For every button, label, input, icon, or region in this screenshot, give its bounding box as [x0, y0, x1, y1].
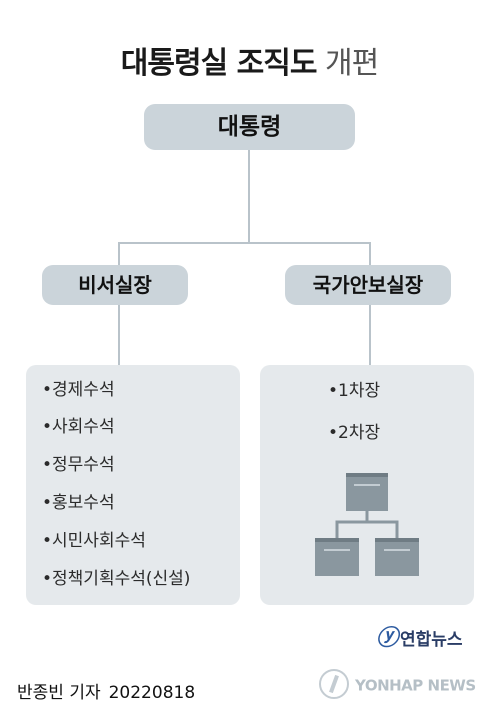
- connector-horizontal: [118, 242, 371, 244]
- logo-ko-text: 연합뉴스: [400, 630, 463, 650]
- credit-line: 반종빈 기자 20220818: [17, 678, 195, 703]
- title-main: 대통령실 조직도: [120, 46, 318, 81]
- logo-en-text: YONHAP NEWS: [355, 676, 476, 695]
- credit-date: 20220818: [108, 683, 196, 703]
- panel-chief-of-staff: [26, 365, 240, 605]
- org-chart-icon: [315, 473, 419, 576]
- list-item-press: •홍보수석: [42, 493, 115, 513]
- page-title: 대통령실 조직도 개편: [0, 38, 499, 82]
- list-item-economy: •경제수석: [42, 380, 115, 400]
- yonhap-mark-icon: ⓨ: [376, 626, 399, 651]
- reporter-name: 반종빈 기자: [17, 683, 101, 703]
- connector-root-down: [248, 150, 250, 243]
- list-item-social: •사회수석: [42, 417, 115, 437]
- list-item-policy-planning: •정책기획수석(신설): [42, 569, 191, 589]
- list-item-political: •정무수석: [42, 455, 115, 475]
- list-item-second-deputy: •2차장: [328, 423, 381, 443]
- yonhap-circle-icon: [319, 669, 349, 699]
- list-item-civil-society: •시민사회수석: [42, 531, 146, 551]
- node-president: 대통령: [144, 104, 355, 150]
- title-sub: 개편: [325, 46, 379, 81]
- yonhap-news-watermark: YONHAP NEWS: [319, 669, 476, 701]
- node-national-security-director: 국가안보실장: [285, 265, 451, 305]
- list-item-first-deputy: •1차장: [328, 381, 381, 401]
- node-chief-of-staff: 비서실장: [42, 265, 188, 305]
